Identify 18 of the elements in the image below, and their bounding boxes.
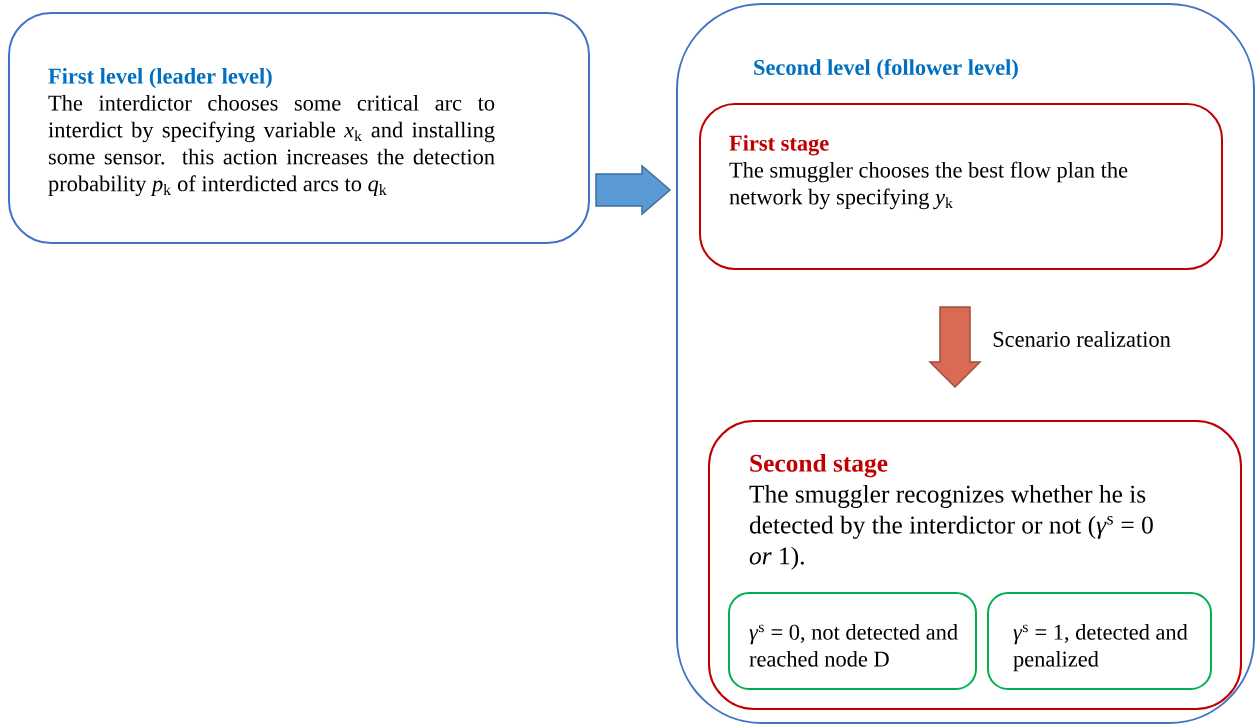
rounded-box: [699, 103, 1223, 270]
box-text: The smuggler recognizes whether he is detected by the interdictor or not (γ$^{s}$ = 0 or 1).: [749, 484, 1153, 570]
block-arrow: [595, 164, 672, 216]
rounded-box: [708, 420, 1242, 710]
box-text: The interdictor chooses some critical arc to interdict by specifying variable x$_{k}$ and installing some sensor. this action increases the detection probability p$_{k}$ of interdicted arcs to q$_{k}$: [48, 94, 495, 196]
box-heading: Second stage: [750, 454, 888, 478]
box-text: γ$^{s}$ = 1, detected and penalized: [1013, 624, 1188, 672]
box-heading: Second level (follower level): [754, 59, 1018, 80]
box-text: The smuggler chooses the best flow plan the network by specifying y$_{k}$: [729, 161, 1128, 210]
outer-panel: [676, 3, 1255, 724]
block-arrow: [928, 306, 982, 389]
rounded-box: [8, 12, 590, 244]
rounded-box: [987, 592, 1212, 690]
box-heading: First stage: [729, 135, 829, 156]
box-heading: First level (leader level): [48, 68, 272, 89]
box-text: γ$^{s}$ = 0, not detected and reached node D: [749, 624, 958, 667]
edge-label: Scenario realization: [993, 331, 1171, 347]
rounded-box: [728, 592, 977, 690]
